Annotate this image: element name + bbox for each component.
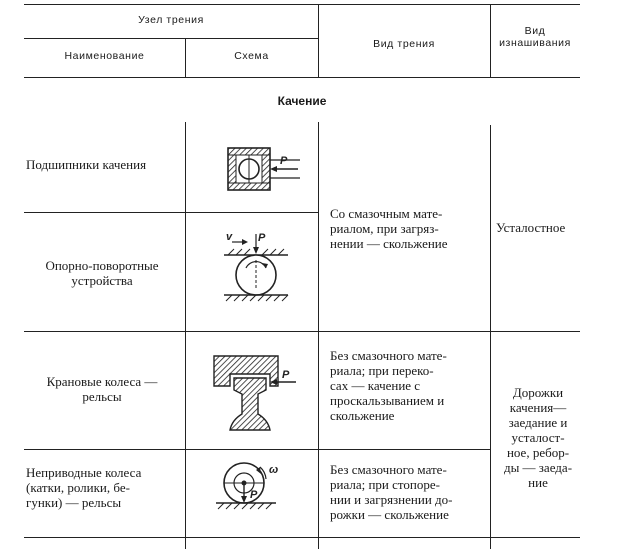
col-divider-scheme [185, 122, 186, 549]
header-subdivider [24, 38, 318, 39]
section-title: Качение [277, 94, 327, 108]
header-friction-unit: Узел трения [138, 14, 204, 26]
friction-with-lubricant: Со смазочным мате- риалом, при загряз- н… [330, 206, 448, 251]
header-bottom-border [24, 77, 580, 78]
row-name-nondriven-wheels: Неприводные колеса (катки, ролики, бе- г… [26, 465, 142, 510]
bearing-force-label: P [280, 155, 288, 167]
col-divider-wear [490, 125, 491, 549]
slewing-velocity-label: v [226, 231, 233, 243]
row-name-crane-wheels: Крановые колеса — рельсы [46, 374, 158, 404]
crane-force-label: P [282, 369, 290, 381]
table-top-border [24, 4, 580, 5]
header-divider-friction [318, 4, 319, 78]
slewing-force-label: P [258, 232, 266, 244]
header-scheme: Схема [234, 50, 269, 62]
row-name-bearings: Подшипники качения [26, 157, 147, 172]
header-divider-scheme [185, 38, 186, 78]
header-wear-type: Вид изнашивания [499, 25, 571, 49]
row-divider-2 [24, 331, 580, 332]
row-divider-1 [24, 212, 318, 213]
row-divider-3 [24, 449, 490, 450]
header-name: Наименование [64, 50, 145, 62]
friction-nondriven: Без смазочного мате- риала; при стопоре-… [330, 462, 453, 522]
wear-tracks: Дорожки качения— заедание и усталост- но… [503, 385, 573, 490]
wear-fatigue: Усталостное [496, 220, 566, 235]
nondriven-force-label: P [250, 489, 258, 501]
table-bottom-border [24, 537, 580, 538]
bearing-scheme: P [227, 147, 300, 191]
header-friction-type: Вид трения [373, 38, 435, 50]
friction-crane: Без смазочного мате- риала; при переко- … [330, 348, 447, 423]
row-name-slewing: Опорно-поворотные устройства [45, 258, 159, 288]
crane-wheel-scheme: P [213, 355, 296, 431]
nondriven-omega-label: ω [269, 464, 278, 476]
nondriven-wheel-scheme: ω P [216, 462, 278, 510]
header-divider-wear [490, 4, 491, 78]
slewing-scheme: v P [224, 231, 289, 302]
col-divider-friction [318, 122, 319, 549]
